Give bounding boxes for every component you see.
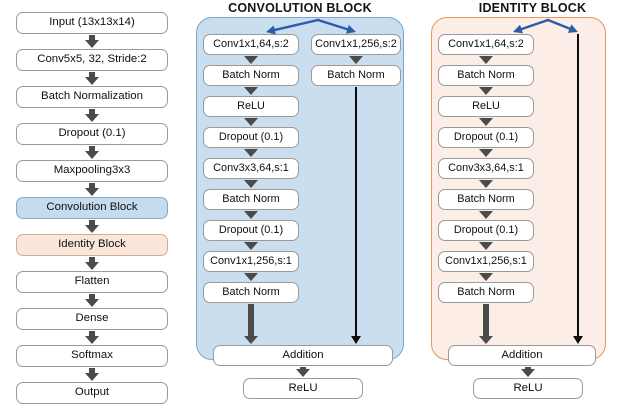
convolution-block-shortcut-arrow-0	[349, 56, 363, 64]
identity-block-to-output-arrow	[521, 367, 535, 377]
identity-block-main-node-7: Conv1x1,256,s:1	[438, 251, 534, 272]
identity-block-main-node-2: ReLU	[438, 96, 534, 117]
main-flow-arrow-1	[85, 72, 99, 85]
convolution-block-main-arrow-3	[244, 149, 258, 157]
main-flow-node-4: Maxpooling3x3	[16, 160, 168, 182]
main-flow-arrow-4	[85, 183, 99, 196]
identity-block-main-node-0: Conv1x1,64,s:2	[438, 34, 534, 55]
convolution-block-main-arrow-1	[244, 87, 258, 95]
main-flow-arrow-0	[85, 35, 99, 48]
main-flow-arrow-8	[85, 331, 99, 344]
main-flow-node-5: Convolution Block	[16, 197, 168, 219]
convolution-block-to-addition-arrow	[244, 304, 258, 344]
main-flow-node-1: Conv5x5, 32, Stride:2	[16, 49, 168, 71]
convolution-block-split-arrows	[266, 18, 356, 35]
convolution-block-main-node-5: Batch Norm	[203, 189, 299, 210]
convolution-block-shortcut-node-1: Batch Norm	[311, 65, 401, 86]
main-flow-arrow-9	[85, 368, 99, 381]
identity-block-main-node-8: Batch Norm	[438, 282, 534, 303]
identity-block-output-node: ReLU	[473, 378, 583, 399]
main-flow-node-6: Identity Block	[16, 234, 168, 256]
identity-block-main-node-3: Dropout (0.1)	[438, 127, 534, 148]
identity-block-main-arrow-0	[479, 56, 493, 64]
convolution-block-main-arrow-7	[244, 273, 258, 281]
identity-block-main-arrow-7	[479, 273, 493, 281]
main-flow-arrow-7	[85, 294, 99, 307]
main-flow-arrow-3	[85, 146, 99, 159]
convolution-block-main-arrow-2	[244, 118, 258, 126]
convolution-block-title: CONVOLUTION BLOCK	[228, 1, 372, 15]
convolution-block-addition-node: Addition	[213, 345, 393, 366]
main-flow-node-0: Input (13x13x14)	[16, 12, 168, 34]
identity-block-main-arrow-3	[479, 149, 493, 157]
convolution-block-main-arrow-0	[244, 56, 258, 64]
main-flow-arrow-2	[85, 109, 99, 122]
convolution-block-skip-line-head	[351, 336, 361, 344]
convolution-block-main-node-8: Batch Norm	[203, 282, 299, 303]
convolution-block-main-node-2: ReLU	[203, 96, 299, 117]
identity-block-main-node-6: Dropout (0.1)	[438, 220, 534, 241]
convolution-block-skip-line	[355, 87, 357, 336]
convolution-block-to-output-arrow	[296, 367, 310, 377]
convolution-block-main-node-7: Conv1x1,256,s:1	[203, 251, 299, 272]
convolution-block-main-arrow-5	[244, 211, 258, 219]
convolution-block-main-node-6: Dropout (0.1)	[203, 220, 299, 241]
convolution-block-output-node: ReLU	[243, 378, 363, 399]
convolution-block-shortcut-node-0: Conv1x1,256,s:2	[311, 34, 401, 55]
main-flow-node-8: Dense	[16, 308, 168, 330]
convolution-block-main-arrow-4	[244, 180, 258, 188]
identity-block-split-arrows	[513, 18, 578, 34]
identity-block-main-arrow-5	[479, 211, 493, 219]
identity-block-to-addition-arrow	[479, 304, 493, 344]
convolution-block-main-arrow-6	[244, 242, 258, 250]
identity-block-main-arrow-1	[479, 87, 493, 95]
main-flow-arrow-6	[85, 257, 99, 270]
identity-block-addition-node: Addition	[448, 345, 596, 366]
main-flow-node-3: Dropout (0.1)	[16, 123, 168, 145]
convolution-block-main-node-0: Conv1x1,64,s:2	[203, 34, 299, 55]
main-flow-node-2: Batch Normalization	[16, 86, 168, 108]
main-flow-node-7: Flatten	[16, 271, 168, 293]
main-flow-node-9: Softmax	[16, 345, 168, 367]
identity-block-main-arrow-6	[479, 242, 493, 250]
identity-block-skip-line-head	[573, 336, 583, 344]
convolution-block-main-node-3: Dropout (0.1)	[203, 127, 299, 148]
convolution-block-main-node-1: Batch Norm	[203, 65, 299, 86]
convolution-block-main-node-4: Conv3x3,64,s:1	[203, 158, 299, 179]
identity-block-skip-line	[577, 34, 579, 336]
identity-block-main-node-5: Batch Norm	[438, 189, 534, 210]
identity-block-title: IDENTITY BLOCK	[478, 1, 587, 15]
main-flow-node-10: Output	[16, 382, 168, 404]
identity-block-main-node-4: Conv3x3,64,s:1	[438, 158, 534, 179]
main-flow-arrow-5	[85, 220, 99, 233]
identity-block-main-node-1: Batch Norm	[438, 65, 534, 86]
identity-block-main-arrow-2	[479, 118, 493, 126]
identity-block-main-arrow-4	[479, 180, 493, 188]
